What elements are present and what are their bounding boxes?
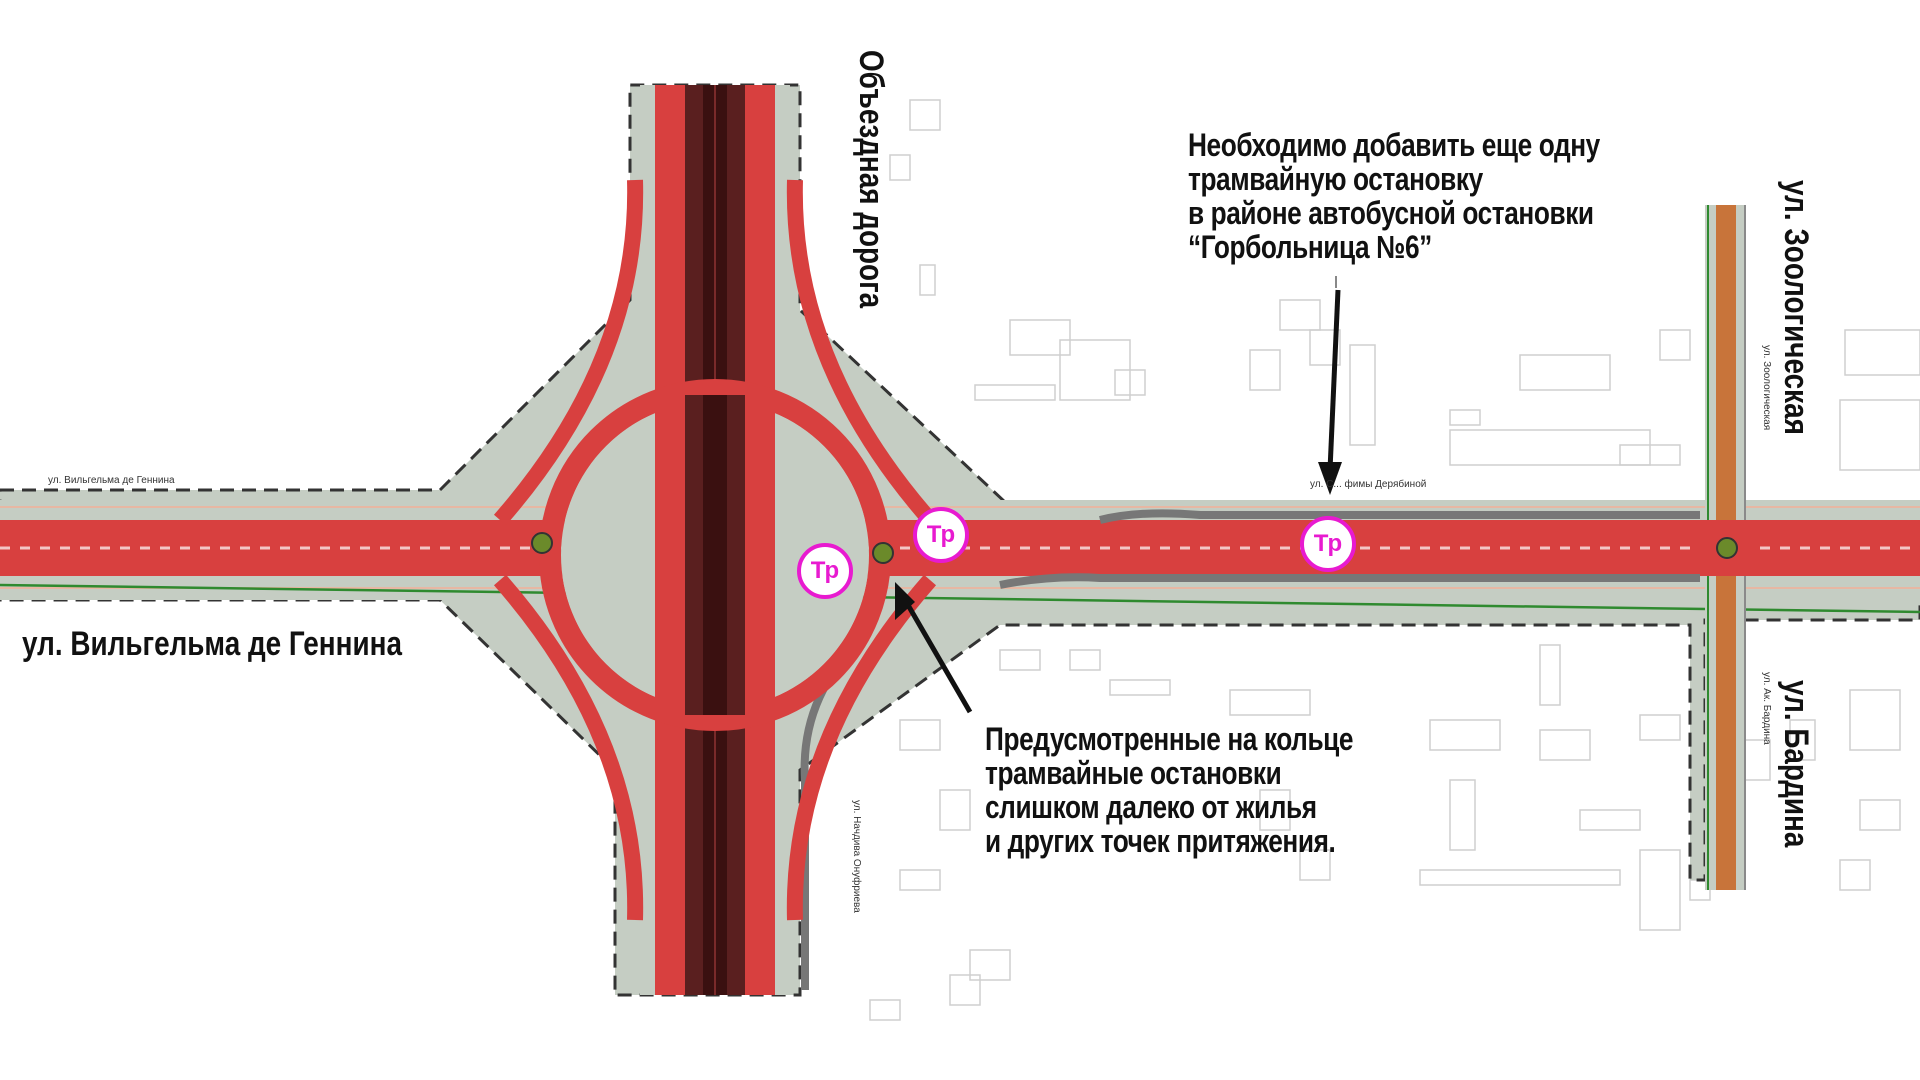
street-label-bardina: ул. Бардина bbox=[1777, 680, 1815, 848]
tram-stop-ring-east: Тр bbox=[913, 507, 969, 563]
slip-ramps bbox=[493, 179, 937, 921]
annotation-ring-stops: Предусмотренные на кольце трамвайные ост… bbox=[985, 721, 1354, 859]
signal-nodes bbox=[531, 532, 1738, 564]
street-label-bypass: Объездная дорога bbox=[852, 50, 890, 309]
green-line bbox=[0, 583, 1920, 614]
tram-stop-ring-west: Тр bbox=[797, 543, 853, 599]
small-label-zoologicheskaya: ул. Зоологическая bbox=[1761, 345, 1772, 431]
street-label-vilgelma: ул. Вильгельма де Геннина bbox=[22, 625, 402, 663]
small-label-bardina: ул. Ак. Бардина bbox=[1761, 672, 1772, 745]
tram-stop-label: Тр bbox=[1313, 530, 1343, 557]
tram-stop-proposed: Тр bbox=[1300, 516, 1356, 572]
building-outlines bbox=[869, 99, 1920, 1021]
street-label-zoologicheskaya: ул. Зоологическая bbox=[1777, 180, 1815, 435]
small-label-nachdiva: ул. Начдива Онуфриева bbox=[851, 800, 862, 913]
main-road bbox=[0, 500, 1920, 990]
annotation-arrows bbox=[895, 289, 1342, 714]
small-label-vilgelma: ул. Вильгельма де Геннина bbox=[48, 475, 175, 486]
annotation-new-stop: Необходимо добавить еще одну трамвайную … bbox=[1188, 127, 1600, 265]
small-label-derabinoi: ул. С... фимы Дерябиной bbox=[1310, 479, 1427, 490]
tram-stop-label: Тр bbox=[926, 521, 956, 548]
tram-stop-label: Тр bbox=[810, 557, 840, 584]
